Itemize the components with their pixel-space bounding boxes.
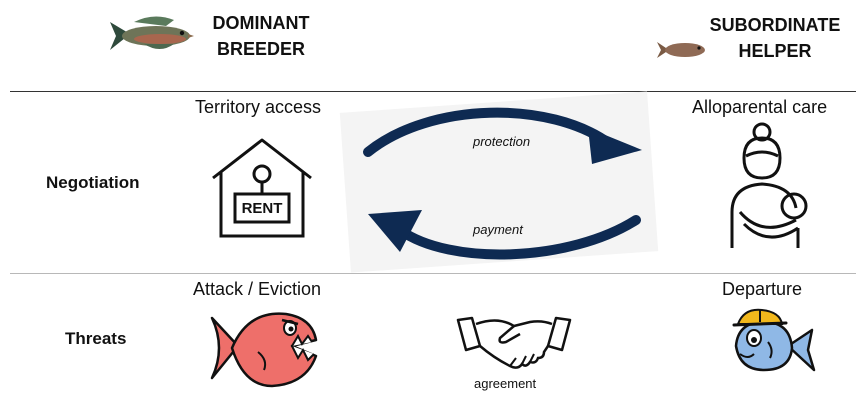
angry-fish-icon	[210, 312, 318, 388]
protection-arrow-label: protection	[473, 134, 531, 149]
attack-eviction-label: Attack / Eviction	[193, 279, 322, 299]
helper-fish-hardhat-icon	[732, 308, 816, 372]
protection-arrow	[363, 107, 642, 164]
rent-house-icon	[212, 138, 312, 238]
payment-arrow	[368, 210, 641, 260]
threats-row-label: Threats	[65, 329, 127, 348]
alloparental-care-label: Alloparental care	[692, 97, 828, 117]
territory-access-label: Territory access	[195, 97, 322, 117]
subordinate-fish-icon	[657, 42, 705, 58]
negotiation-row-label: Negotiation	[46, 173, 140, 192]
header-divider	[10, 91, 856, 92]
dominant-title-line2: BREEDER	[216, 39, 305, 59]
handshake-icon	[456, 316, 572, 369]
agreement-label: agreement	[474, 376, 537, 391]
departure-label: Departure	[722, 279, 803, 299]
subordinate-title-line2: HELPER	[738, 41, 812, 61]
rent-sign-text: RENT	[241, 200, 283, 217]
dominant-breeder-title: DOMINANT BREEDER	[196, 12, 326, 60]
payment-arrow-label: payment	[473, 222, 523, 237]
mother-baby-icon	[730, 122, 808, 248]
subordinate-helper-title: SUBORDINATE HELPER	[700, 14, 850, 62]
dominant-fish-icon	[110, 16, 194, 50]
dominant-title-line1: DOMINANT	[212, 13, 310, 33]
row-divider	[10, 273, 856, 274]
subordinate-title-line1: SUBORDINATE	[709, 15, 841, 35]
